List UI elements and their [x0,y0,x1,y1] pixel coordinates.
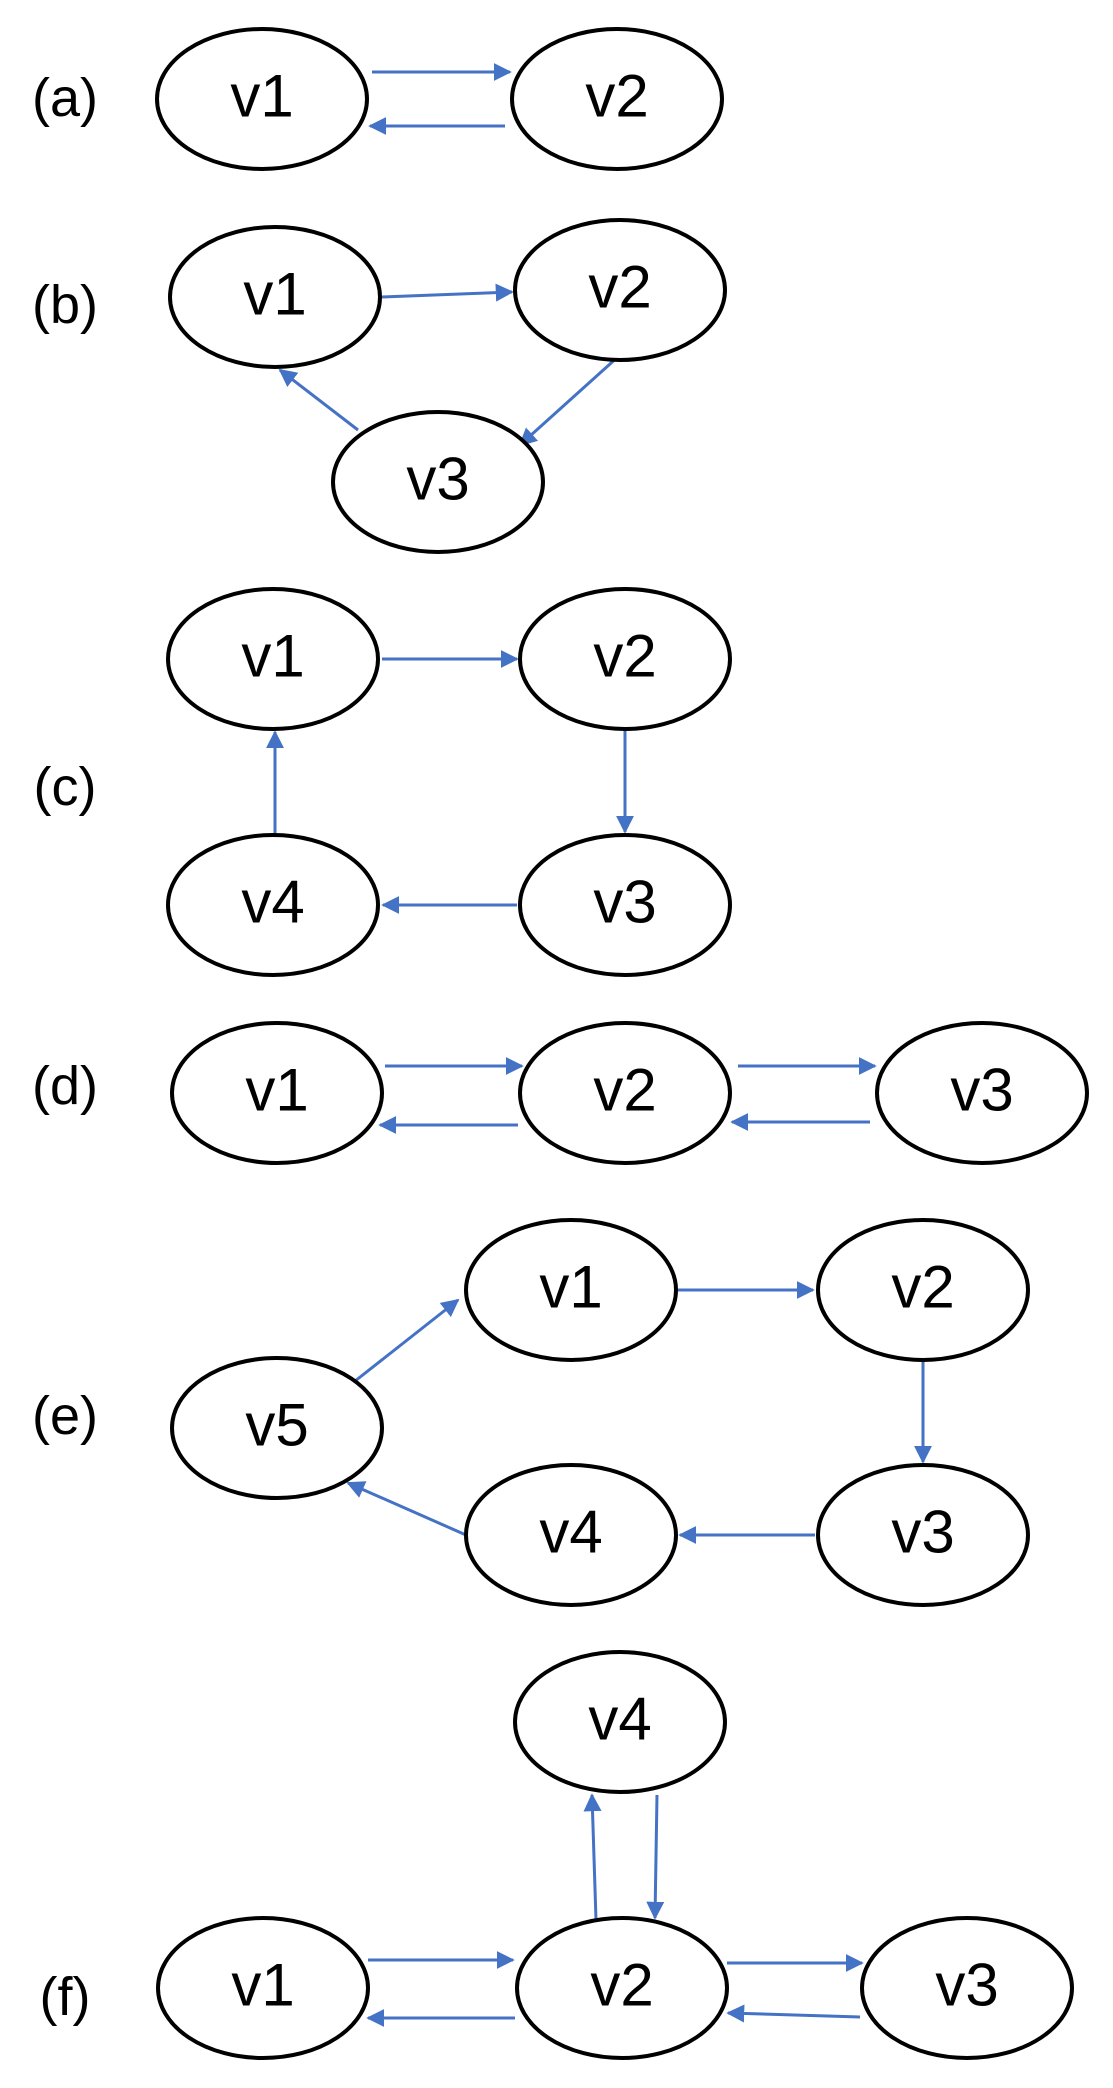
panel-label-f: (f) [40,1967,91,2027]
node-f-v4: v4 [513,1650,727,1794]
node-f-v1: v1 [156,1916,370,2060]
edge-b-v2-v3 [518,353,622,447]
node-label-e-v3: v3 [891,1499,954,1566]
panel-f: (f) v1 v2 v3 v4 [40,1650,1074,2060]
node-e-v1: v1 [464,1218,678,1362]
node-a-v2: v2 [510,27,724,171]
node-label-d-v2: v2 [593,1057,656,1124]
node-e-v4: v4 [464,1463,678,1607]
edge-b-v3-v1 [278,368,359,432]
node-f-v3: v3 [860,1916,1074,2060]
node-label-a-v2: v2 [585,63,648,130]
edge-b-v1-v2 [381,283,514,302]
node-f-v2: v2 [515,1916,729,2060]
node-a-v1: v1 [155,27,369,171]
edge-f-v2-v4 [583,1793,602,1921]
node-label-e-v2: v2 [891,1254,954,1321]
panel-c: (c) v1 v2 v3 v4 [34,587,732,977]
node-label-f-v1: v1 [231,1952,294,2019]
node-d-v1: v1 [170,1021,384,1165]
panel-e: (e) v1 v2 v3 v4 v5 [32,1218,1030,1607]
node-label-c-v4: v4 [241,869,304,936]
node-e-v2: v2 [816,1218,1030,1362]
node-c-v4: v4 [166,833,380,977]
node-label-f-v2: v2 [590,1952,653,2019]
node-label-c-v3: v3 [593,869,656,936]
panel-d: (d) v1 v2 v3 [32,1021,1089,1165]
edge-e-v4-v5 [346,1481,467,1537]
node-label-b-v1: v1 [243,261,306,328]
node-label-a-v1: v1 [230,63,293,130]
node-c-v2: v2 [518,587,732,731]
node-d-v2: v2 [518,1021,732,1165]
node-label-f-v3: v3 [935,1952,998,2019]
node-label-c-v1: v1 [241,623,304,690]
node-b-v3: v3 [331,410,545,554]
node-e-v3: v3 [816,1463,1030,1607]
node-label-d-v1: v1 [245,1057,308,1124]
node-label-e-v5: v5 [245,1392,308,1459]
node-label-f-v4: v4 [588,1686,651,1753]
panel-b: (b) v1 v2 v3 [32,218,727,554]
panel-label-c: (c) [34,757,97,817]
node-label-d-v3: v3 [950,1057,1013,1124]
node-label-e-v1: v1 [539,1254,602,1321]
node-label-b-v2: v2 [588,254,651,321]
node-c-v1: v1 [166,587,380,731]
node-label-c-v2: v2 [593,623,656,690]
panel-label-b: (b) [32,275,98,335]
node-b-v1: v1 [168,225,382,369]
edge-f-v4-v2 [646,1794,665,1920]
node-b-v2: v2 [513,218,727,362]
node-label-b-v3: v3 [406,446,469,513]
edge-f-v3-v2 [726,2004,861,2023]
panel-a: (a) v1 v2 [32,27,724,171]
panel-label-a: (a) [32,68,98,128]
panel-label-d: (d) [32,1056,98,1116]
panel-label-e: (e) [32,1386,98,1446]
node-c-v3: v3 [518,833,732,977]
node-e-v5: v5 [170,1356,384,1500]
node-d-v3: v3 [875,1021,1089,1165]
edge-e-v5-v1 [349,1298,460,1387]
node-label-e-v4: v4 [539,1499,602,1566]
